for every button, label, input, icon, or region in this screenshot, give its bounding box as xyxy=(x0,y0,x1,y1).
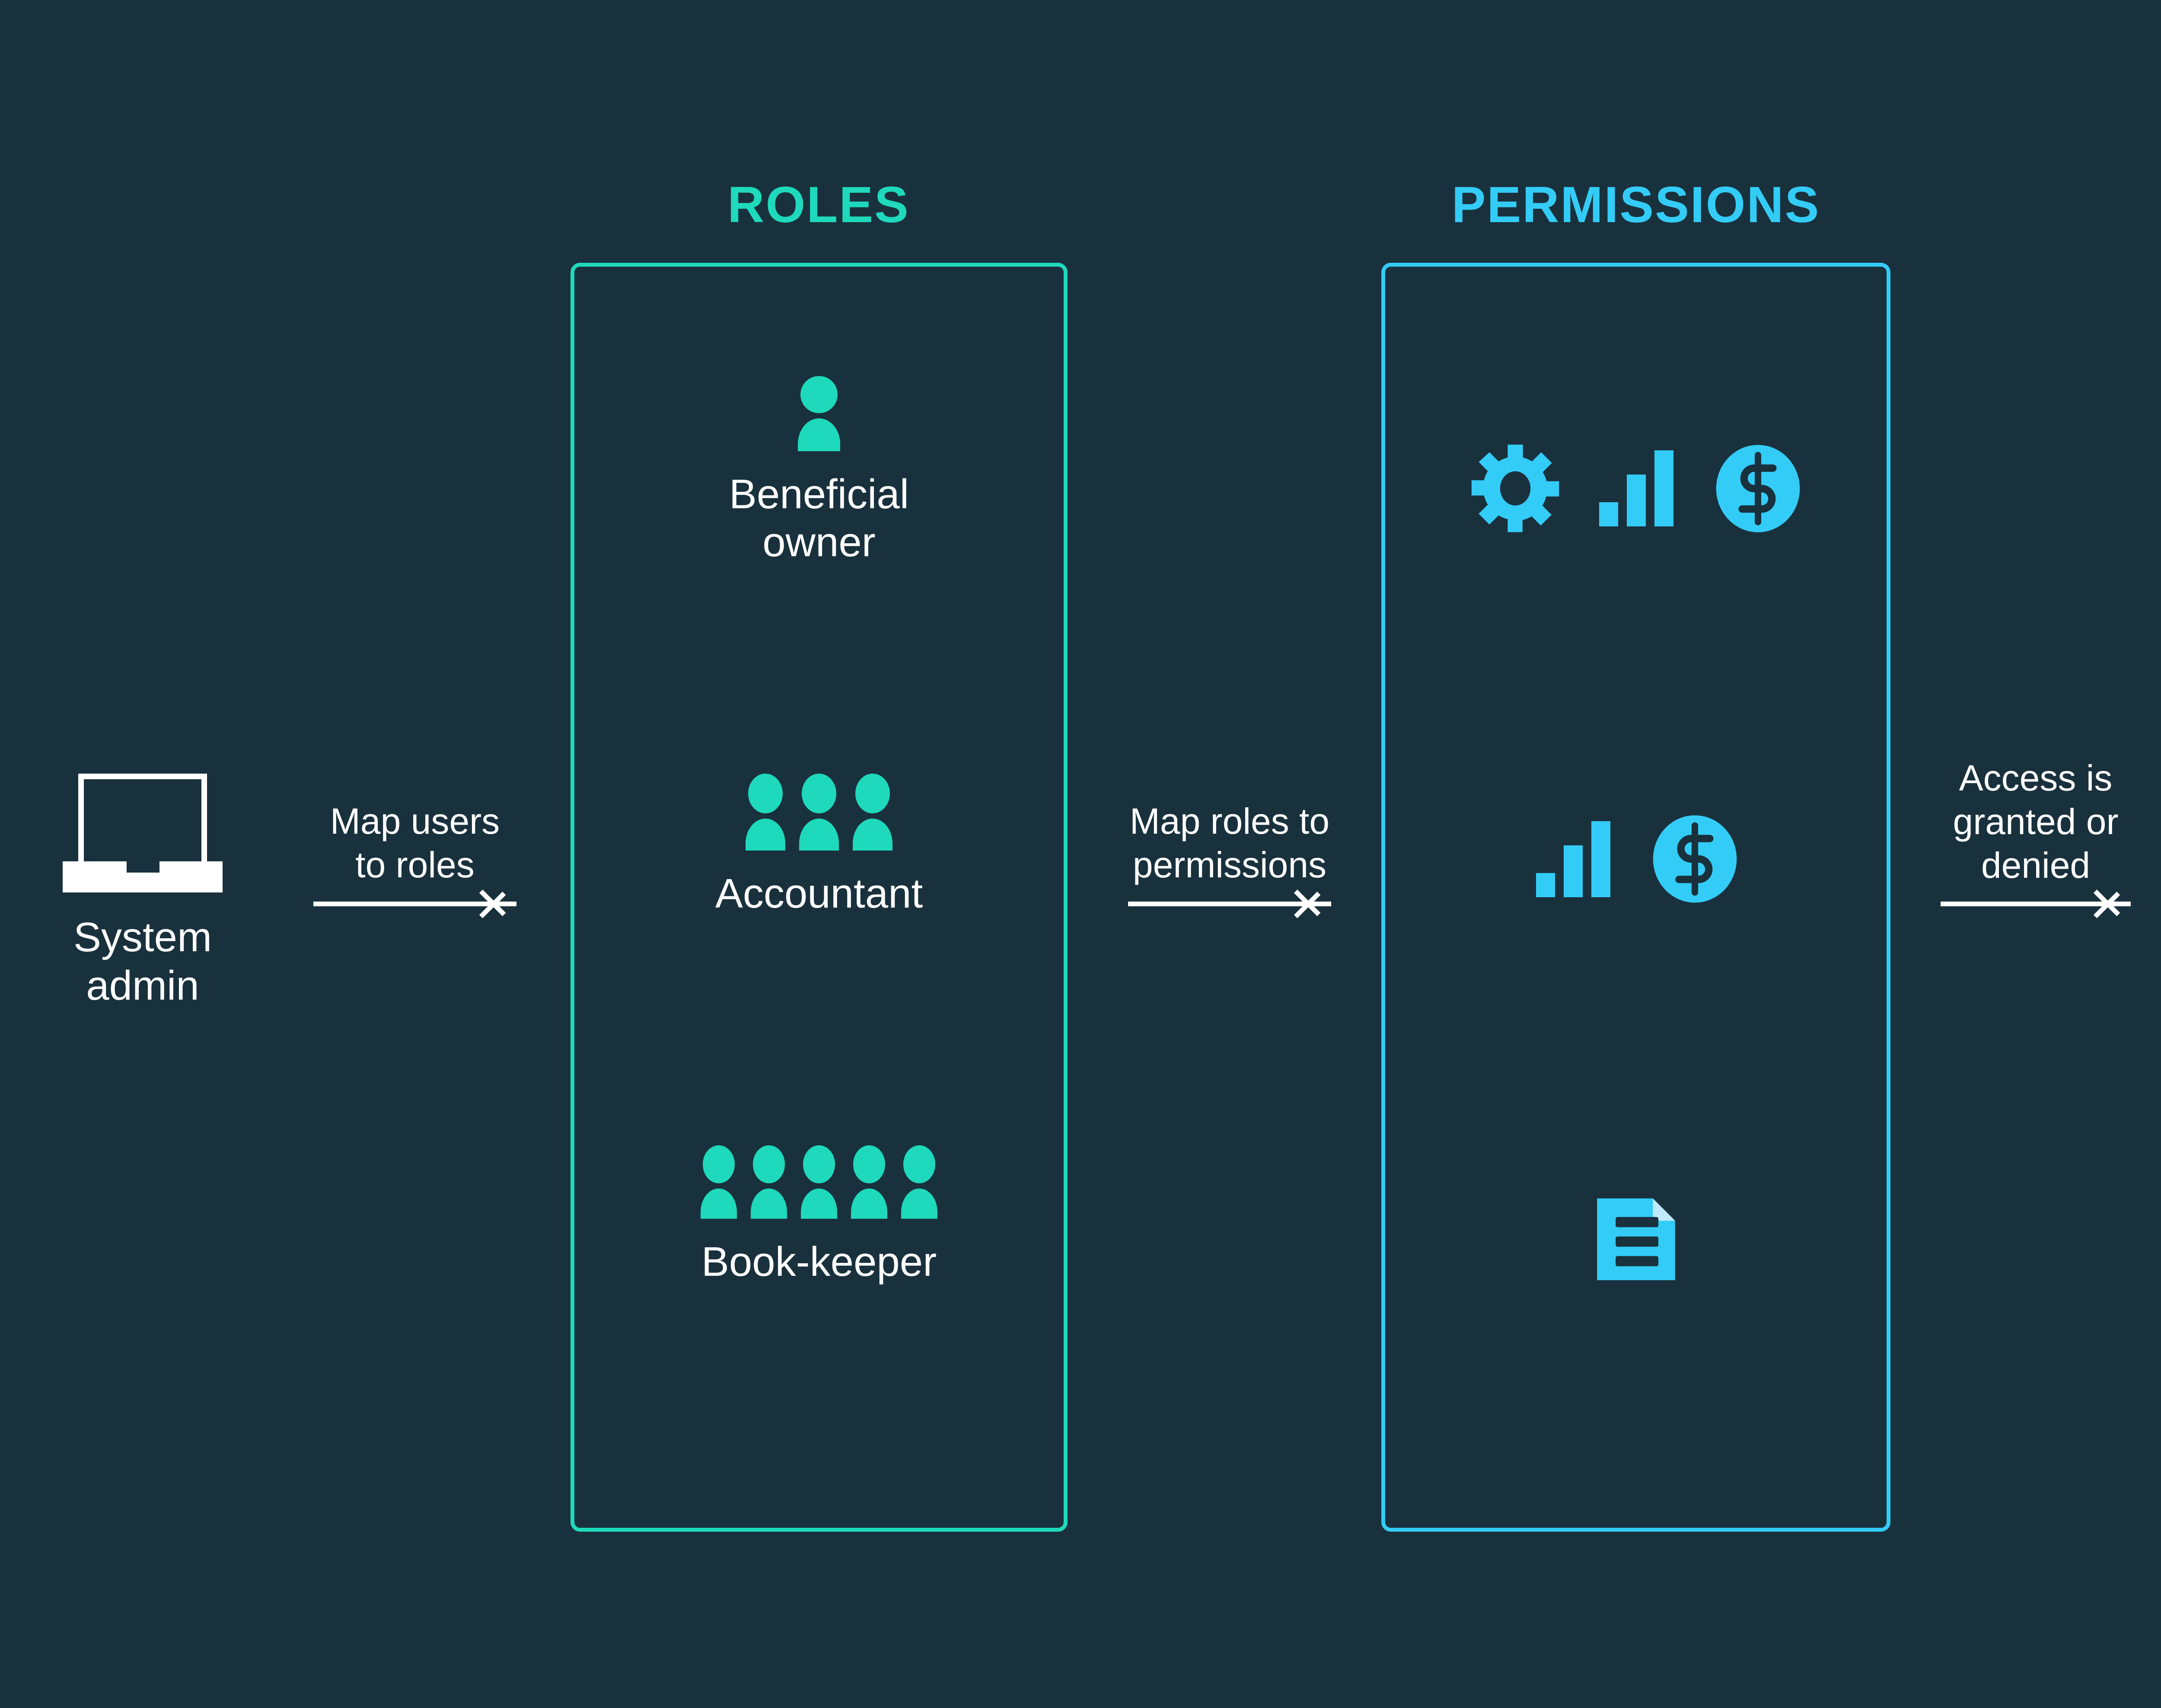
role-label: Book-keeper xyxy=(701,1239,937,1285)
person-icon xyxy=(851,1145,887,1219)
role-label: Beneficial owner xyxy=(729,471,909,566)
arrow-head xyxy=(2107,883,2132,925)
connector-caption: Access is granted or denied xyxy=(1953,758,2119,886)
person-icon xyxy=(798,376,840,451)
column-header-roles: ROLES xyxy=(727,176,910,233)
permission-set-accountant xyxy=(1381,813,1890,905)
connector-access-decision: Access is granted or denied xyxy=(1910,756,2161,908)
gear-icon xyxy=(1471,444,1559,532)
permissions-panel xyxy=(1381,263,1890,1532)
person-icon xyxy=(901,1145,937,1219)
permission-set-bookkeeper xyxy=(1381,1193,1890,1286)
dollar-coin-icon xyxy=(1653,815,1737,903)
person-icon xyxy=(746,774,785,851)
connector-caption: Map users to roles xyxy=(330,801,500,885)
laptop-screen xyxy=(78,774,207,864)
person-icon xyxy=(853,774,892,851)
dollar-coin-icon xyxy=(1716,444,1800,532)
system-admin-block: System admin xyxy=(26,774,259,1010)
laptop-notch xyxy=(127,861,159,873)
person-group xyxy=(571,774,1068,851)
role-accountant[interactable]: Accountant xyxy=(571,774,1068,918)
person-icon xyxy=(799,774,839,851)
document-icon xyxy=(1597,1198,1675,1281)
arrow-shaft xyxy=(1128,901,1331,906)
role-label: Accountant xyxy=(715,870,923,917)
role-beneficial-owner[interactable]: Beneficial owner xyxy=(571,376,1068,567)
person-icon xyxy=(801,1145,837,1219)
arrow-shaft xyxy=(1941,902,2131,907)
person-icon xyxy=(701,1145,737,1219)
system-admin-label: System admin xyxy=(73,914,212,1009)
arrow-head xyxy=(1307,883,1333,925)
column-header-permissions: PERMISSIONS xyxy=(1451,176,1820,233)
bar-chart-icon xyxy=(1536,821,1610,897)
arrow-head xyxy=(492,883,518,925)
bar-chart-icon xyxy=(1599,450,1673,526)
roles-panel xyxy=(571,263,1068,1532)
role-book-keeper[interactable]: Book-keeper xyxy=(571,1145,1068,1286)
connector-caption: Map roles to permissions xyxy=(1129,801,1330,885)
arrow-right-icon xyxy=(1128,901,1331,908)
laptop-icon xyxy=(63,774,223,892)
arrow-right-icon xyxy=(313,901,516,908)
arrow-right-icon xyxy=(1941,902,2131,908)
connector-roles-to-permissions: Map roles to permissions xyxy=(1089,800,1370,908)
person-group xyxy=(571,376,1068,451)
arrow-shaft xyxy=(313,901,516,906)
person-icon xyxy=(751,1145,787,1219)
connector-users-to-roles: Map users to roles xyxy=(277,800,553,908)
person-group xyxy=(571,1145,1068,1219)
permission-set-owner xyxy=(1381,441,1890,536)
